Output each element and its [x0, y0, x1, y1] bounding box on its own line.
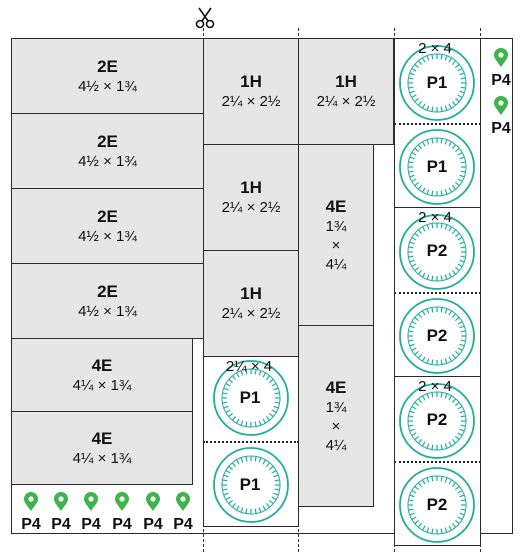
piece-1h: 1H 2¼ × 2½	[203, 38, 299, 145]
piece-width: 1¾	[325, 217, 347, 235]
location-pin-icon: P4	[46, 492, 76, 533]
fold-line	[394, 123, 481, 125]
piece-1h: 1H 2¼ × 2½	[298, 38, 394, 145]
location-pin-icon: P4	[486, 48, 516, 89]
piece-dimensions: 4½ × 1¾	[78, 227, 137, 245]
piece-2e: 2E 4½ × 1¾	[11, 113, 204, 189]
pin-label: P4	[112, 516, 132, 533]
piece-dimensions: 2¼ × 2½	[221, 305, 281, 322]
piece-2e: 2E 4½ × 1¾	[11, 263, 204, 339]
circle-label: P2	[426, 410, 448, 429]
scissors-icon	[194, 6, 216, 30]
piece-1h: 1H 2¼ × 2½	[203, 144, 299, 251]
block-size-label: 2¼ × 4	[225, 358, 273, 375]
piece-code: 1H	[240, 72, 262, 91]
piece-code: 2E	[97, 206, 118, 226]
times-sign: ×	[331, 236, 341, 254]
piece-2e: 2E 4½ × 1¾	[11, 188, 204, 264]
fold-line	[394, 292, 481, 294]
piece-4e: 4E 4¼ × 1¾	[11, 411, 193, 485]
block-size-label: 2 × 4	[418, 378, 452, 395]
pin-label: P4	[491, 120, 511, 137]
piece-width: 1¾	[325, 398, 347, 416]
pin-label: P4	[143, 516, 163, 533]
location-pin-icon: P4	[76, 492, 106, 533]
location-pin-icon: P4	[168, 492, 198, 533]
pin-label: P4	[173, 516, 193, 533]
piece-dimensions: 4½ × 1¾	[78, 152, 137, 170]
times-sign: ×	[331, 417, 341, 435]
circle-label: P2	[426, 241, 448, 260]
piece-code: 4E	[91, 355, 113, 375]
fold-line	[394, 461, 481, 463]
block-size-label: 2 × 4	[418, 40, 452, 57]
piece-1h: 1H 2¼ × 2½	[203, 250, 299, 357]
piece-dimensions: 2¼ × 2½	[316, 93, 376, 110]
piece-4e: 4E 4¼ × 1¾	[11, 338, 193, 412]
piece-code: 2E	[97, 131, 118, 151]
piece-code: 2E	[97, 56, 118, 76]
piece-code: 4E	[325, 196, 347, 216]
circle-label: P1	[426, 73, 448, 92]
pin-label: P4	[51, 516, 71, 533]
location-pin-icon: P4	[107, 492, 137, 533]
piece-code: 1H	[335, 72, 357, 91]
piece-2e: 2E 4½ × 1¾	[11, 38, 204, 114]
piece-height: 4¼	[325, 436, 347, 454]
pin-label: P4	[81, 516, 101, 533]
piece-dimensions: 4½ × 1¾	[78, 77, 137, 95]
pin-label: P4	[21, 516, 41, 533]
circle-label: P1	[239, 388, 261, 407]
piece-4e-tall: 4E 1¾ × 4¼	[298, 325, 374, 507]
piece-dimensions: 2¼ × 2½	[221, 93, 281, 110]
piece-code: 1H	[240, 284, 262, 303]
piece-dimensions: 4¼ × 1¾	[72, 449, 132, 467]
circle-label: P1	[426, 157, 448, 176]
piece-code: 2E	[97, 281, 118, 301]
location-pin-icon: P4	[138, 492, 168, 533]
location-pin-icon: P4	[16, 492, 46, 533]
piece-code: 1H	[240, 178, 262, 197]
block-size-label: 2 × 4	[418, 209, 452, 226]
piece-code: 4E	[91, 428, 113, 448]
piece-dimensions: 4¼ × 1¾	[72, 376, 132, 394]
circle-label: P2	[426, 326, 448, 345]
piece-4e-tall: 4E 1¾ × 4¼	[298, 144, 374, 326]
piece-dimensions: 2¼ × 2½	[221, 199, 281, 216]
pin-label: P4	[491, 72, 511, 89]
piece-code: 4E	[325, 377, 347, 397]
fold-line	[203, 441, 299, 443]
circle-label: P1	[239, 475, 261, 494]
piece-height: 4¼	[325, 255, 347, 273]
piece-dimensions: 4½ × 1¾	[78, 302, 137, 320]
circle-label: P2	[426, 495, 448, 514]
location-pin-icon: P4	[486, 96, 516, 137]
